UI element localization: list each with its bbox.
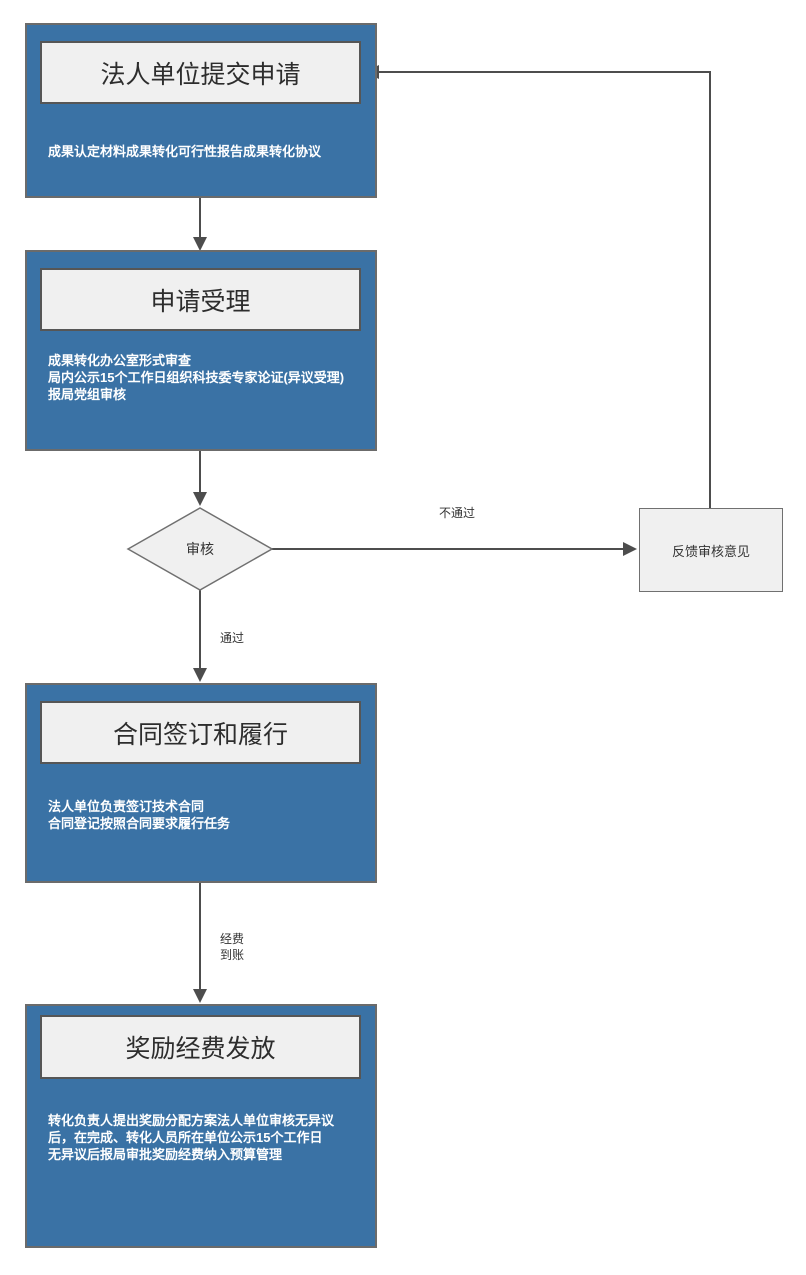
process-detail-application-acceptance: 成果转化办公室形式审查 局内公示15个工作日组织科技委专家论证(异议受理) 报局… [48,353,345,402]
edge-label-funds-arrival: 经费 到账 [218,931,247,963]
process-title-submit-application: 法人单位提交申请 [40,41,361,104]
arrowhead-submit-to-accept [193,237,207,251]
process-detail-submit-application: 成果认定材料成果转化可行性报告成果转化协议 [48,144,322,159]
feedback-review-opinion-box: 反馈审核意见 [639,508,783,592]
process-detail-contract-signing: 法人单位负责签订技术合同 合同登记按照合同要求履行任务 [48,799,231,831]
process-detail-award-funds: 转化负责人提出奖励分配方案法人单位审核无异议后，在完成、转化人员所在单位公示15… [48,1113,335,1162]
arrowhead-decision-to-contract [193,668,207,682]
process-box-contract-signing: 合同签订和履行 法人单位负责签订技术合同 合同登记按照合同要求履行任务 [25,683,377,883]
arrow-feedback-to-submit [379,71,711,508]
arrowhead-accept-to-decision [193,492,207,506]
arrowhead-contract-to-award [193,989,207,1003]
decision-review-label: 审核 [186,541,214,557]
arrowhead-decision-to-feedback [623,542,637,556]
process-box-submit-application: 法人单位提交申请 成果认定材料成果转化可行性报告成果转化协议 [25,23,377,198]
edge-label-pass: 通过 [218,630,247,646]
process-title-contract-signing: 合同签订和履行 [40,701,361,764]
process-box-application-acceptance: 申请受理 成果转化办公室形式审查 局内公示15个工作日组织科技委专家论证(异议受… [25,250,377,451]
decision-diamond-shape [126,507,274,591]
process-title-award-funds: 奖励经费发放 [40,1015,361,1079]
process-box-award-funds: 奖励经费发放 转化负责人提出奖励分配方案法人单位审核无异议后，在完成、转化人员所… [25,1004,377,1248]
process-title-application-acceptance: 申请受理 [40,268,361,331]
edge-label-fail: 不通过 [437,505,478,521]
